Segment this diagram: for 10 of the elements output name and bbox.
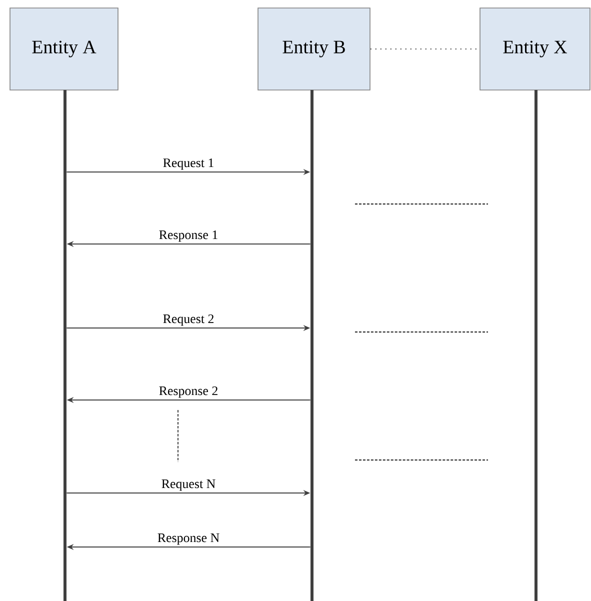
edge-label: Response 2 [159,386,218,398]
edge-label: Response 1 [159,230,218,242]
entity-box: Entity X [480,8,590,90]
edge-label: Request 1 [163,158,214,170]
edge-label: Response N [158,534,220,545]
lifeline [534,90,538,601]
entity-box: Entity A [10,8,118,90]
edge-label: Request 2 [163,314,214,326]
entity-box: Entity B [258,8,370,90]
edge-label: Request N [162,480,216,491]
